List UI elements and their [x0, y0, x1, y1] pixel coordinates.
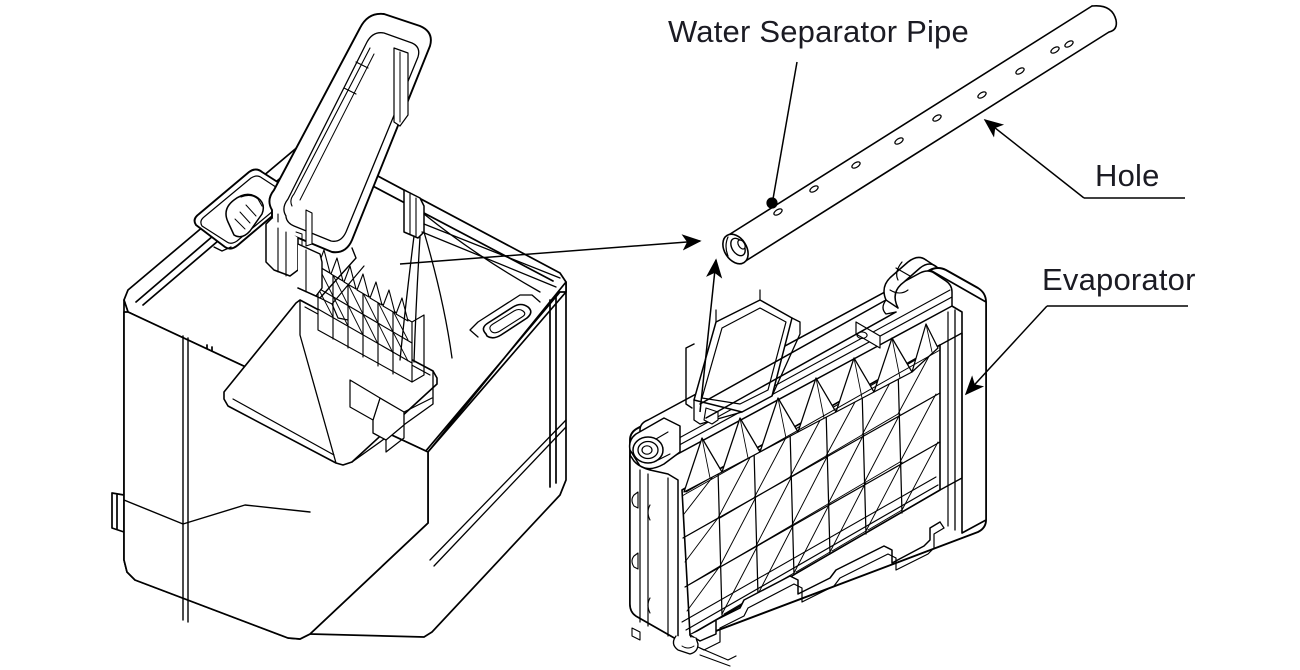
- assembly-arrow-body-to-pipe: [399, 234, 702, 265]
- evaporator-leader: [964, 305, 1188, 396]
- hole-leader: [983, 118, 1185, 199]
- pipe-leader: [766, 61, 798, 209]
- assembly-arrow-evaporator-to-pipe: [699, 258, 723, 413]
- label-hole: Hole: [1095, 158, 1160, 193]
- label-evaporator: Evaporator: [1042, 262, 1196, 297]
- label-water-separator-pipe: Water Separator Pipe: [668, 14, 969, 49]
